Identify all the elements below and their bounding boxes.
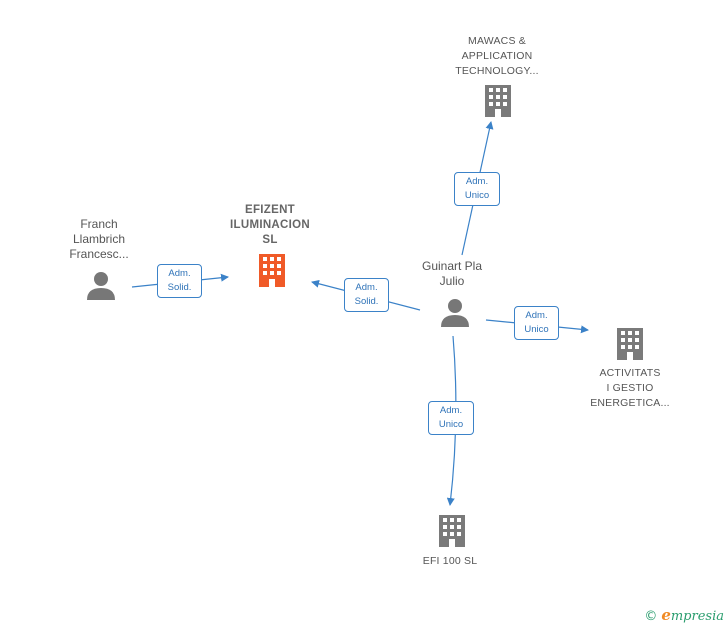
edge-label-guinart-mawacs: Adm. Unico	[454, 172, 500, 206]
brand-initial: e	[661, 606, 671, 624]
building-icon[interactable]	[482, 84, 514, 118]
brand-name: mpresia	[670, 609, 724, 624]
edge-label-guinart-efi100: Adm. Unico	[428, 401, 474, 435]
building-icon[interactable]	[256, 253, 288, 288]
efizent-label[interactable]: EFIZENT ILUMINACION SL	[230, 204, 310, 246]
building-icon[interactable]	[614, 327, 646, 361]
efi100-label[interactable]: EFI 100 SL	[422, 555, 478, 567]
person-icon[interactable]	[440, 298, 470, 328]
mawacs-label[interactable]: MAWACS & APPLICATION TECHNOLOGY...	[455, 35, 539, 77]
edge-label-guinart-efizent: Adm. Solid.	[344, 278, 389, 312]
edge-label-guinart-activitats: Adm. Unico	[514, 306, 559, 340]
guinart-label[interactable]: Guinart Pla Julio	[421, 259, 483, 288]
person-icon[interactable]	[86, 271, 116, 301]
franch-label[interactable]: Franch Llambrich Francesc...	[69, 217, 129, 261]
activitats-label[interactable]: ACTIVITATS I GESTIO ENERGETICA...	[590, 367, 670, 409]
edge-label-franch-efizent: Adm. Solid.	[157, 264, 202, 298]
building-icon[interactable]	[436, 514, 468, 548]
copyright-symbol: ©	[644, 609, 658, 624]
empresia-logo: ©empresia	[644, 606, 724, 624]
